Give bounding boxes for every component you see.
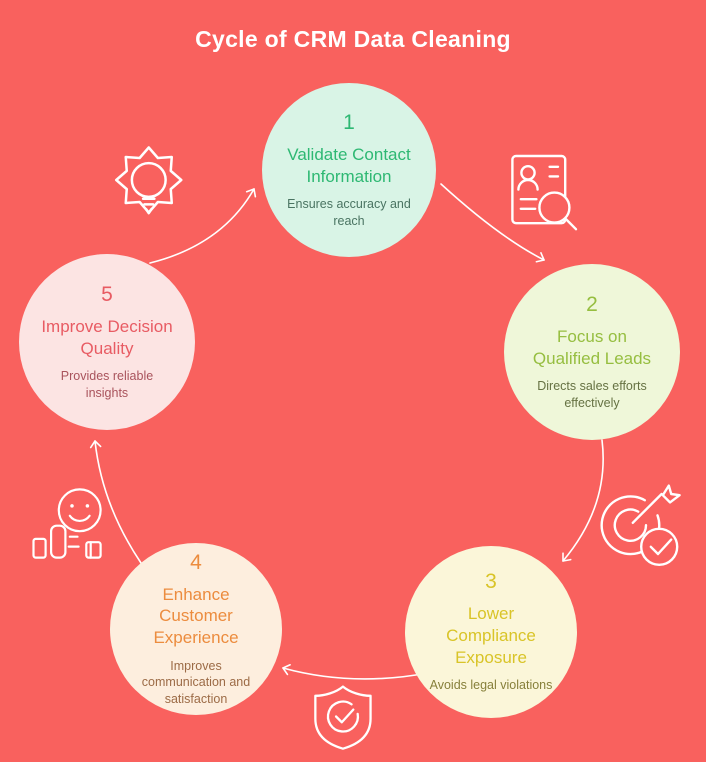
step-title: Focus on Qualified Leads [532, 326, 652, 368]
arrow-step1-to-step2 [440, 183, 545, 263]
step-circle-5: 5 Improve Decision Quality Provides reli… [19, 254, 195, 430]
step-circle-1: 1 Validate Contact Information Ensures a… [262, 83, 436, 257]
resume-search-icon [511, 154, 578, 231]
step-number: 2 [586, 292, 598, 316]
step-subtitle: Avoids legal violations [429, 678, 553, 693]
target-check-icon [600, 484, 681, 567]
step-title: Enhance Customer Experience [153, 584, 239, 648]
arrow-step3-to-step4 [282, 663, 429, 680]
step-title: Improve Decision Quality [41, 316, 173, 358]
page-title: Cycle of CRM Data Cleaning [195, 26, 511, 52]
step-title: Lower Compliance Exposure [446, 604, 536, 667]
step-circle-2: 2 Focus on Qualified Leads Directs sales… [504, 264, 680, 440]
step-title: Validate Contact Information [287, 144, 411, 186]
step-number: 3 [485, 570, 497, 594]
step-number: 1 [343, 110, 355, 134]
step-subtitle: Improves communication and satisfaction [141, 658, 251, 706]
shield-check-icon [314, 685, 372, 750]
arrow-step5-to-step1 [149, 188, 257, 264]
arrow-step2-to-step3 [562, 439, 604, 562]
step-circle-3: 3 Lower Compliance Exposure Avoids legal… [405, 546, 577, 718]
step-circle-4: 4 Enhance Customer Experience Improves c… [110, 543, 282, 715]
step-subtitle: Ensures accuracy and reach [287, 197, 411, 228]
step-number: 5 [101, 282, 113, 306]
step-number: 4 [190, 550, 202, 574]
arrow-step4-to-step5 [89, 440, 142, 564]
step-subtitle: Directs sales efforts effectively [537, 379, 647, 410]
step-subtitle: Provides reliable insights [60, 369, 154, 400]
gear-lightbulb-icon [115, 146, 183, 215]
feedback-smiley-icon [32, 488, 102, 559]
